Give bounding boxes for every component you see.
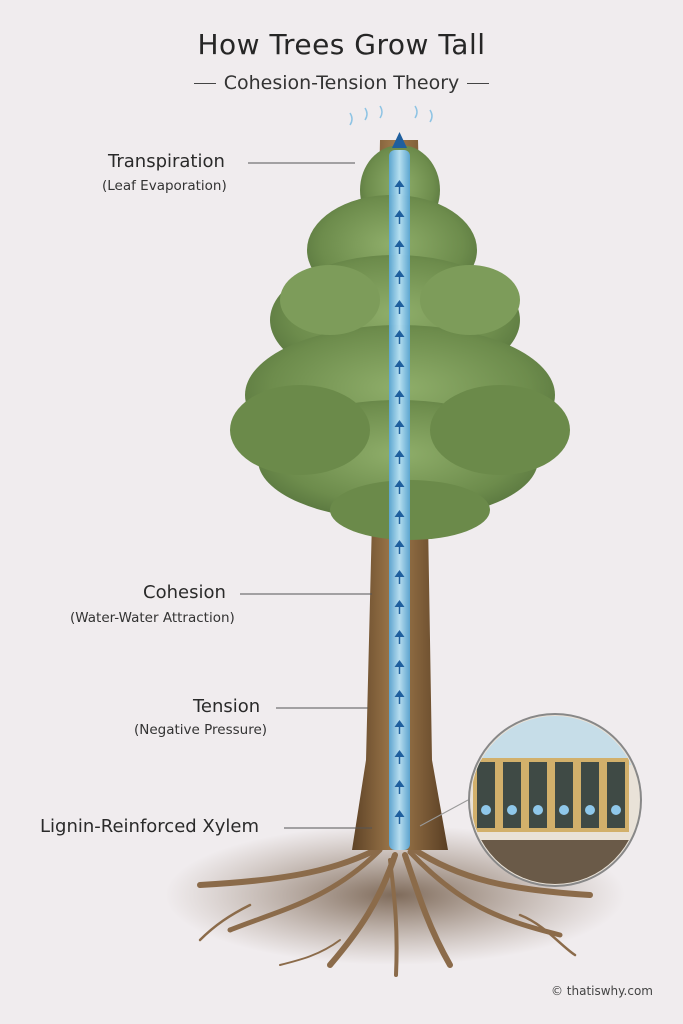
flow-arrow-head: [394, 810, 405, 817]
credit-text: © thatiswhy.com: [550, 984, 653, 998]
flow-arrow-head: [394, 720, 405, 727]
page-subtitle: Cohesion-Tension Theory: [0, 72, 683, 94]
xylem-cell: [473, 758, 499, 832]
xylem-cell: [551, 758, 577, 832]
xylem-cell: [577, 758, 603, 832]
tree-roots: [197, 842, 593, 977]
water-droplet: [507, 805, 517, 815]
water-flow-arrows: [394, 180, 405, 824]
xylem-cell: [603, 758, 629, 832]
flow-arrow-head: [394, 540, 405, 547]
flow-arrow-head: [394, 360, 405, 367]
tension-label: Tension: [193, 696, 261, 717]
flow-arrow-head: [394, 600, 405, 607]
flow-arrow-head: [394, 660, 405, 667]
channel-top-arrow: [392, 132, 407, 148]
xylem-cells-magnifier: [419, 713, 642, 887]
vapor-icon: [349, 105, 433, 126]
water-droplet: [611, 805, 621, 815]
flow-arrow-head: [394, 690, 405, 697]
xylem-cell: [499, 758, 525, 832]
flow-arrow-head: [394, 750, 405, 757]
cohesion-sublabel: (Water-Water Attraction): [70, 610, 235, 626]
subtitle-dash-left: [193, 83, 216, 84]
tree-foliage: [230, 145, 570, 540]
water-droplet: [559, 805, 569, 815]
flow-arrow-head: [394, 300, 405, 307]
flow-arrow-head: [394, 180, 405, 187]
tension-sublabel: (Negative Pressure): [134, 722, 268, 738]
flow-arrow-head: [394, 210, 405, 217]
flow-arrow-head: [394, 780, 405, 787]
flow-arrow-head: [394, 510, 405, 517]
transpiration-sublabel: (Leaf Evaporation): [102, 178, 227, 194]
flow-arrow-head: [394, 630, 405, 637]
flow-arrow-head: [394, 390, 405, 397]
subtitle-dash-right: [467, 83, 490, 84]
flow-arrow-head: [394, 480, 405, 487]
transpiration-label: Transpiration: [108, 151, 225, 172]
xylem-label: Lignin-Reinforced Xylem: [40, 816, 260, 837]
flow-arrow-head: [394, 270, 405, 277]
water-droplet: [481, 805, 491, 815]
water-droplet: [585, 805, 595, 815]
water-droplet: [533, 805, 543, 815]
flow-arrow-head: [394, 570, 405, 577]
xylem-cell: [525, 758, 551, 832]
flow-arrow-head: [394, 330, 405, 337]
cohesion-label: Cohesion: [143, 582, 226, 603]
flow-arrow-head: [394, 450, 405, 457]
page-title: How Trees Grow Tall: [197, 28, 486, 61]
flow-arrow-head: [394, 420, 405, 427]
subtitle-text: Cohesion-Tension Theory: [223, 72, 460, 94]
flow-arrow-head: [394, 240, 405, 247]
xylem-water-channel: [389, 150, 410, 850]
